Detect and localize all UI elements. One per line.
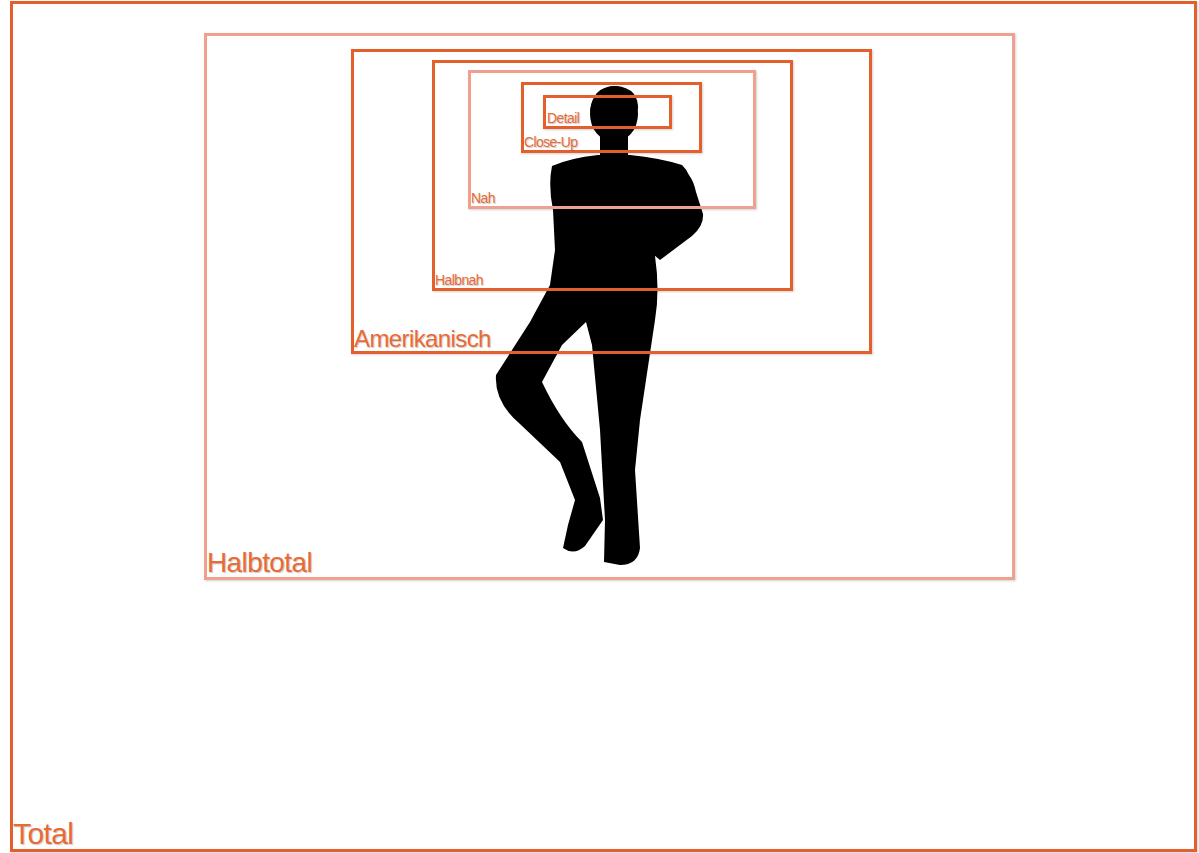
shot-size-frame: Detail [543,95,672,129]
shot-size-frame: Total Halbtotal Amerikanisch Halbnah Nah Clos… [10,1,1197,852]
shot-size-frame: Halbnah Nah Close-Up Detail [432,60,793,291]
shot-size-label: Close-Up [524,135,578,150]
hair [590,86,638,112]
shot-size-frame: Nah Close-Up Detail [468,70,756,209]
shot-size-label: Amerikanisch [354,326,491,351]
shot-size-frame: Close-Up Detail [521,82,702,153]
body [496,155,691,565]
shot-size-frame: Amerikanisch Halbnah Nah Close-Up Detail [351,49,872,354]
shot-size-frame: Halbtotal Amerikanisch Halbnah Nah Close-Up D… [204,33,1015,580]
arm [648,164,703,260]
shot-size-label: Detail [547,111,579,126]
shot-size-label: Halbtotal [207,548,312,577]
shot-size-label: Nah [471,191,495,206]
woman-silhouette [496,86,703,565]
shot-size-label: Total [13,818,73,850]
shot-size-label: Halbnah [435,273,483,288]
